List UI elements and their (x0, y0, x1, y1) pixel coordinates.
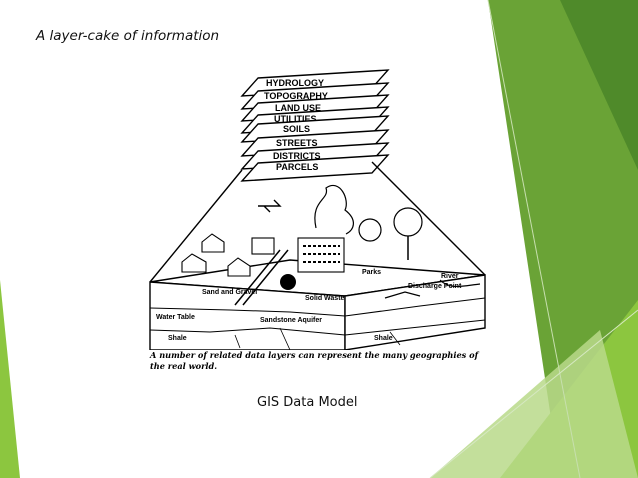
landscape-block: Parks River Discharge Point Sand and Gra… (149, 185, 486, 350)
label-river: River (441, 273, 459, 280)
label-shale-right: Shale (374, 335, 393, 342)
green-panel-top (488, 0, 638, 170)
diagram-caption: A number of related data layers can repr… (150, 350, 479, 371)
houses (181, 233, 345, 277)
label-water-table: Water Table (156, 314, 195, 321)
layer-label-land-use: LAND USE (275, 103, 321, 113)
layer-parcels: PARCELS (240, 154, 390, 182)
thin-line-1 (487, 0, 581, 478)
layer-stack: HYDROLOGY TOPOGRAPHY LAND USE UTILITIES … (240, 69, 390, 182)
label-sand-gravel: Sand and Gravel (202, 289, 257, 296)
label-shale-left: Shale (168, 335, 187, 342)
layer-label-districts: DISTRICTS (273, 151, 321, 161)
label-solid-waste: Solid Waste (305, 295, 345, 302)
layer-label-topography: TOPOGRAPHY (264, 91, 328, 101)
green-panel-light (430, 330, 638, 478)
slide-title: A layer-cake of information (36, 28, 220, 44)
layer-label-soils: SOILS (283, 124, 310, 134)
green-edge-left (0, 280, 20, 478)
thin-line-2 (429, 309, 638, 478)
layer-label-utilities: UTILITIES (274, 114, 317, 124)
perspective-lines (149, 161, 486, 283)
layer-label-hydrology: HYDROLOGY (266, 78, 324, 88)
model-label: GIS Data Model (257, 395, 358, 410)
label-sandstone-aquifer: Sandstone Aquifer (260, 317, 322, 324)
layer-label-parcels: PARCELS (276, 162, 318, 172)
label-parks: Parks (362, 269, 381, 276)
label-discharge-point: Discharge Point (408, 283, 462, 290)
layer-label-streets: STREETS (276, 138, 318, 148)
layer-cake-diagram: HYDROLOGY TOPOGRAPHY LAND USE UTILITIES … (149, 69, 486, 350)
